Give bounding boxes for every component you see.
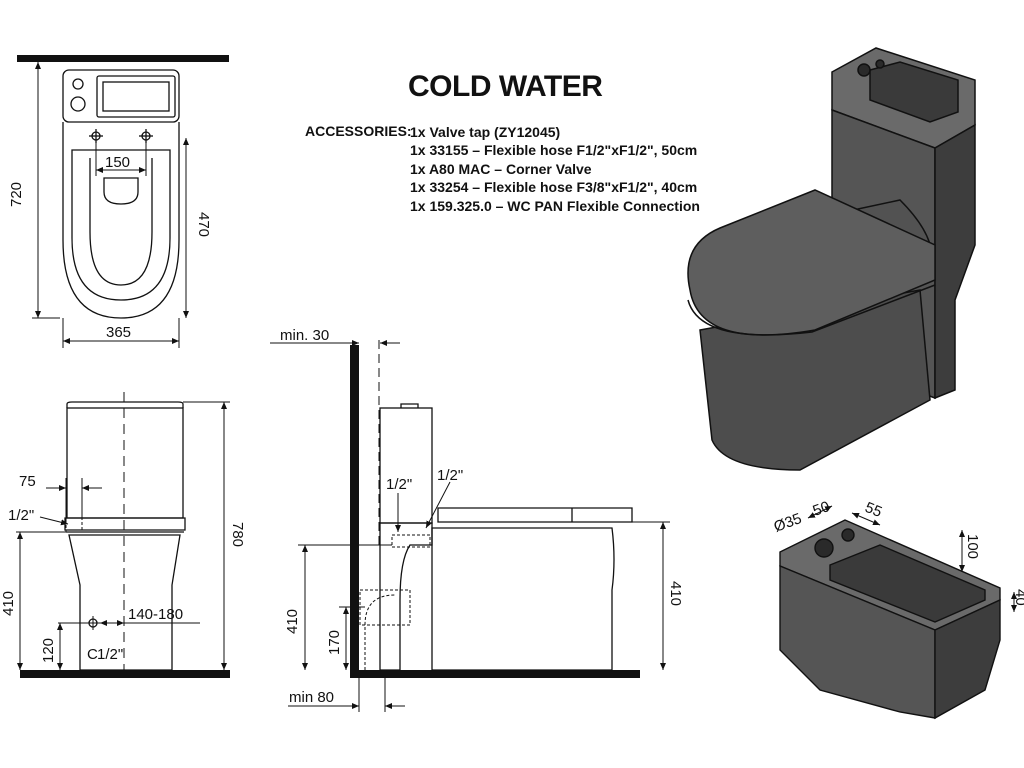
dim-170: 170 [326, 630, 343, 655]
dim-120: 120 [40, 638, 57, 663]
flush-button-small [72, 78, 84, 90]
toilet-3d-render [687, 47, 976, 471]
drawing-title: COLD WATER [408, 70, 603, 103]
label-inlet-side-left: 1/2" [386, 476, 412, 493]
label-inlet-front: 1/2" [8, 507, 34, 524]
bowl-outline [62, 122, 180, 319]
tank-lid-inner [102, 81, 170, 112]
dim-min-30: min. 30 [280, 327, 329, 344]
dim-780: 780 [229, 522, 246, 547]
dim-150: 150 [105, 154, 130, 171]
accessory-item: 1x A80 MAC – Corner Valve [410, 160, 592, 177]
accessory-item: 1x Valve tap (ZY12045) [410, 124, 561, 140]
dim-40: 40 [1012, 589, 1024, 606]
accessory-item: 1x 33254 – Flexible hose F3/8"xF1/2", 40… [410, 179, 698, 196]
tank-detail-render [779, 505, 1017, 720]
dim-35: Ø35 [772, 510, 804, 536]
dim-min-80: min 80 [289, 689, 334, 706]
wall-bar-side [350, 345, 359, 673]
dim-720: 720 [8, 182, 25, 207]
floor-bar-front [20, 670, 230, 678]
bowl-inner [89, 158, 153, 286]
tank-side [379, 407, 433, 524]
pan-front [68, 534, 181, 671]
dim-470: 470 [195, 212, 212, 237]
pan-side [431, 527, 615, 671]
pan-base-side [379, 522, 433, 671]
dim-75: 75 [19, 473, 36, 490]
floor-bar-side [350, 670, 640, 678]
tank-front [66, 407, 184, 519]
dim-140-180: 140-180 [128, 606, 183, 623]
dim-55: 55 [863, 499, 885, 521]
flush-button-large [70, 96, 86, 112]
accessories-label: ACCESSORIES: [305, 123, 412, 139]
tank-top [62, 69, 180, 123]
tank-cap [66, 401, 184, 408]
side-view [270, 340, 670, 712]
seat-front [64, 517, 186, 531]
dim-410-side: 410 [284, 609, 301, 634]
dim-365: 365 [106, 324, 131, 341]
accessory-item: 1x 33155 – Flexible hose F1/2"xF1/2", 50… [410, 142, 698, 159]
front-view [16, 392, 230, 680]
tank-lid-panel [96, 75, 176, 118]
drain-hole [103, 177, 139, 205]
accessory-item: 1x 159.325.0 – WC PAN Flexible Connectio… [410, 197, 700, 214]
dim-410-side-right: 410 [667, 581, 684, 606]
seat-side [437, 507, 633, 523]
top-view [17, 55, 229, 348]
label-inlet-side-right: 1/2" [437, 467, 463, 484]
accessories-list: 1x Valve tap (ZY12045) 1x 33155 – Flexib… [410, 123, 700, 215]
label-outlet-thread: 1/2" [97, 646, 123, 663]
wall-bar-top [17, 55, 229, 62]
dim-410-front: 410 [0, 591, 17, 616]
dim-50: 50 [811, 498, 832, 520]
outlet-marker-c: C [87, 646, 98, 663]
bowl-rim [71, 149, 171, 301]
dim-100: 100 [964, 534, 981, 559]
